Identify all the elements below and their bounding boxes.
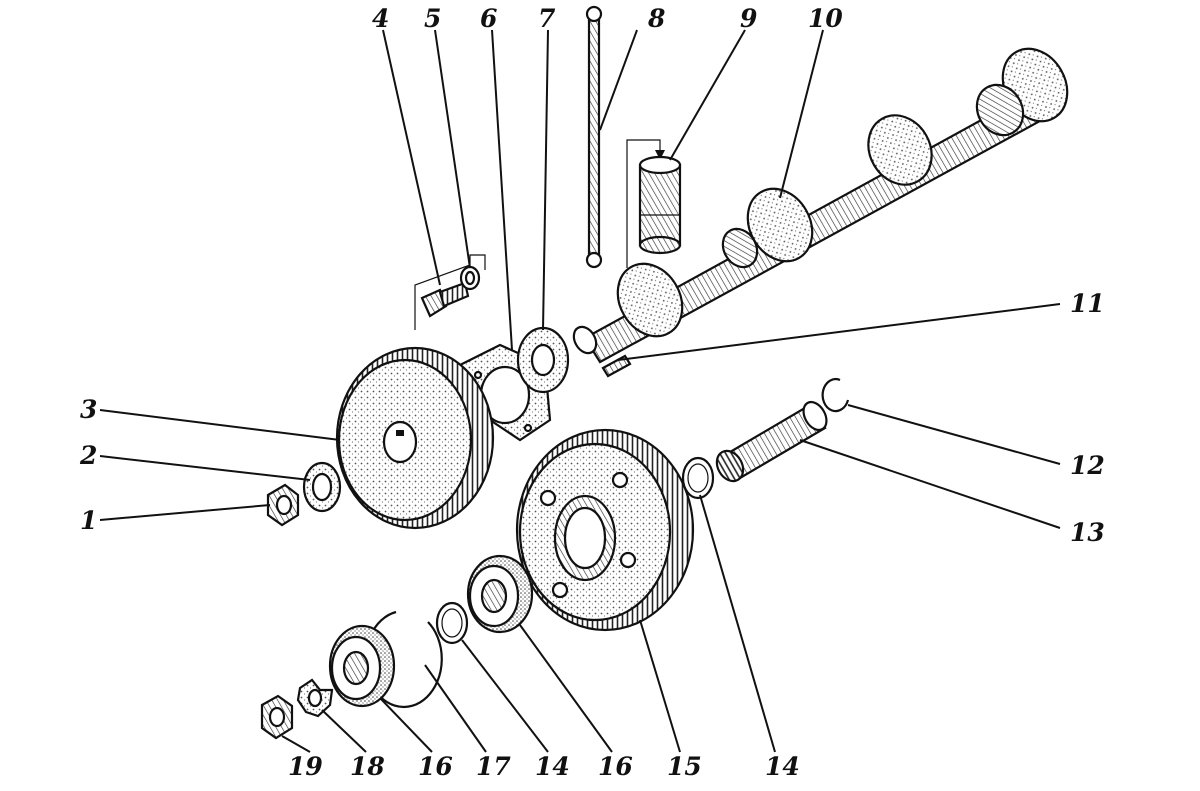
camshaft bbox=[572, 47, 1069, 364]
woodruff-key bbox=[601, 354, 632, 378]
shaft-circlip bbox=[821, 378, 850, 413]
callout-17: 17 bbox=[476, 752, 511, 781]
gear-washer bbox=[302, 461, 342, 513]
lock-washer bbox=[296, 678, 334, 718]
camshaft-gear bbox=[335, 346, 495, 530]
callout-16-left: 16 bbox=[418, 752, 453, 781]
callout-13: 13 bbox=[1070, 518, 1105, 547]
callout-3: 3 bbox=[80, 395, 97, 424]
callout-10: 10 bbox=[808, 4, 843, 33]
callout-9: 9 bbox=[740, 4, 757, 33]
ball-bearing-left bbox=[328, 624, 396, 708]
callout-5: 5 bbox=[424, 4, 441, 33]
tappet bbox=[626, 139, 682, 268]
idler-gear bbox=[515, 428, 695, 632]
shaft-washer-upper bbox=[681, 456, 715, 500]
castle-nut bbox=[260, 694, 294, 740]
callout-4: 4 bbox=[372, 4, 389, 33]
callout-19: 19 bbox=[288, 752, 323, 781]
gear-nut bbox=[266, 483, 300, 527]
callout-1: 1 bbox=[80, 506, 97, 535]
ball-bearing-right bbox=[466, 554, 534, 634]
thrust-plate bbox=[516, 326, 570, 394]
callout-7: 7 bbox=[538, 4, 556, 33]
callout-18: 18 bbox=[350, 752, 385, 781]
shaft-washer-lower bbox=[435, 601, 469, 645]
callout-2: 2 bbox=[79, 441, 97, 470]
bolt-and-washer-group bbox=[414, 254, 486, 330]
callout-labels: 1 2 3 4 5 6 7 8 9 10 11 12 13 19 18 16 1… bbox=[79, 4, 1105, 781]
callout-12: 12 bbox=[1070, 451, 1105, 480]
callout-14-upper: 14 bbox=[765, 752, 800, 781]
idler-shaft bbox=[715, 400, 828, 483]
callout-6: 6 bbox=[480, 4, 497, 33]
callout-16-right: 16 bbox=[598, 752, 633, 781]
callout-14-lower: 14 bbox=[535, 752, 570, 781]
callout-8: 8 bbox=[647, 4, 665, 33]
leader-lines bbox=[99, 29, 1061, 753]
callout-11: 11 bbox=[1070, 289, 1105, 318]
push-rod bbox=[585, 5, 603, 269]
callout-15: 15 bbox=[667, 752, 702, 781]
